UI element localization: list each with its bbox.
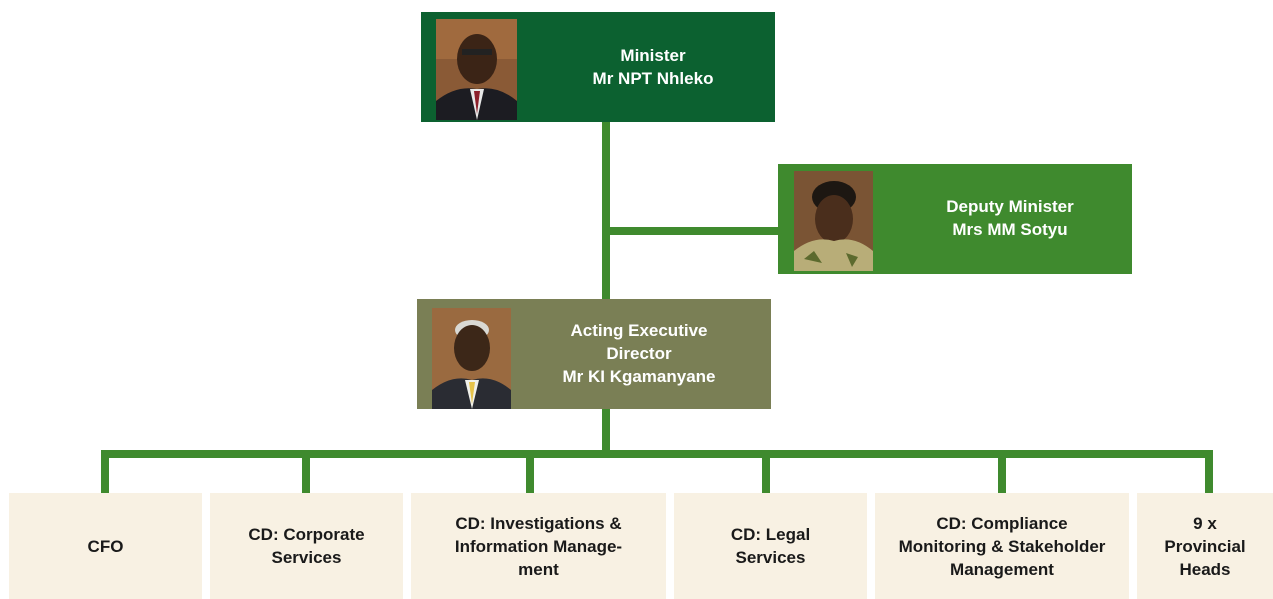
connector-drop-corporate bbox=[302, 450, 310, 494]
executive-director-title-1: Acting Executive bbox=[570, 321, 708, 340]
minister-title: Minister bbox=[620, 46, 686, 65]
unit-corporate-line-2: Services bbox=[271, 548, 342, 567]
unit-compliance-line-1: CD: Compliance bbox=[936, 513, 1068, 533]
unit-cfo-box: CFO bbox=[9, 493, 202, 599]
deputy-minister-photo bbox=[794, 171, 873, 271]
executive-director-title-2: Director bbox=[606, 344, 672, 363]
unit-investigations-line-2: Information Manage- bbox=[454, 536, 623, 556]
deputy-minister-title: Deputy Minister bbox=[946, 197, 1074, 216]
unit-compliance-line-2: Monitoring & Stakeholder bbox=[898, 536, 1106, 556]
unit-legal-line-1: CD: Legal bbox=[730, 525, 811, 544]
connector-drop-legal bbox=[762, 450, 770, 494]
unit-investigations-line-1: CD: Investigations & bbox=[455, 513, 622, 533]
connector-drop-provincial bbox=[1205, 450, 1213, 494]
minister-name: Mr NPT Nhleko bbox=[592, 69, 714, 88]
unit-compliance-line-3: Management bbox=[950, 559, 1054, 579]
deputy-minister-name: Mrs MM Sotyu bbox=[952, 220, 1068, 239]
unit-provincial-line-3: Heads bbox=[1179, 559, 1231, 579]
unit-corporate-line-1: CD: Corporate bbox=[248, 525, 365, 544]
connector-drop-investigations bbox=[526, 450, 534, 494]
executive-director-box: Acting Executive Director Mr KI Kgamanya… bbox=[417, 299, 771, 409]
unit-investigations-line-3: ment bbox=[518, 559, 559, 579]
connector-director-down bbox=[602, 407, 610, 454]
connector-drop-compliance bbox=[998, 450, 1006, 494]
unit-legal-line-2: Services bbox=[735, 548, 806, 567]
unit-provincial-line-2: Provincial bbox=[1164, 536, 1246, 556]
minister-photo bbox=[436, 19, 517, 120]
unit-corporate-services-box: CD: Corporate Services bbox=[210, 493, 403, 599]
executive-director-photo bbox=[432, 308, 511, 409]
connector-horizontal-bus bbox=[101, 450, 1213, 458]
executive-director-name: Mr KI Kgamanyane bbox=[562, 367, 716, 386]
connector-minister-to-director bbox=[602, 121, 610, 301]
unit-provincial-line-1: 9 x bbox=[1193, 513, 1217, 533]
unit-cfo-line-1: CFO bbox=[87, 536, 124, 556]
minister-box: Minister Mr NPT Nhleko bbox=[421, 12, 775, 122]
deputy-minister-box: Deputy Minister Mrs MM Sotyu bbox=[778, 164, 1132, 274]
unit-provincial-heads-box: 9 x Provincial Heads bbox=[1137, 493, 1273, 599]
unit-legal-services-box: CD: Legal Services bbox=[674, 493, 867, 599]
unit-compliance-box: CD: Compliance Monitoring & Stakeholder … bbox=[875, 493, 1129, 599]
unit-investigations-box: CD: Investigations & Information Manage-… bbox=[411, 493, 666, 599]
connector-drop-cfo bbox=[101, 450, 109, 494]
connector-to-deputy bbox=[606, 227, 780, 235]
